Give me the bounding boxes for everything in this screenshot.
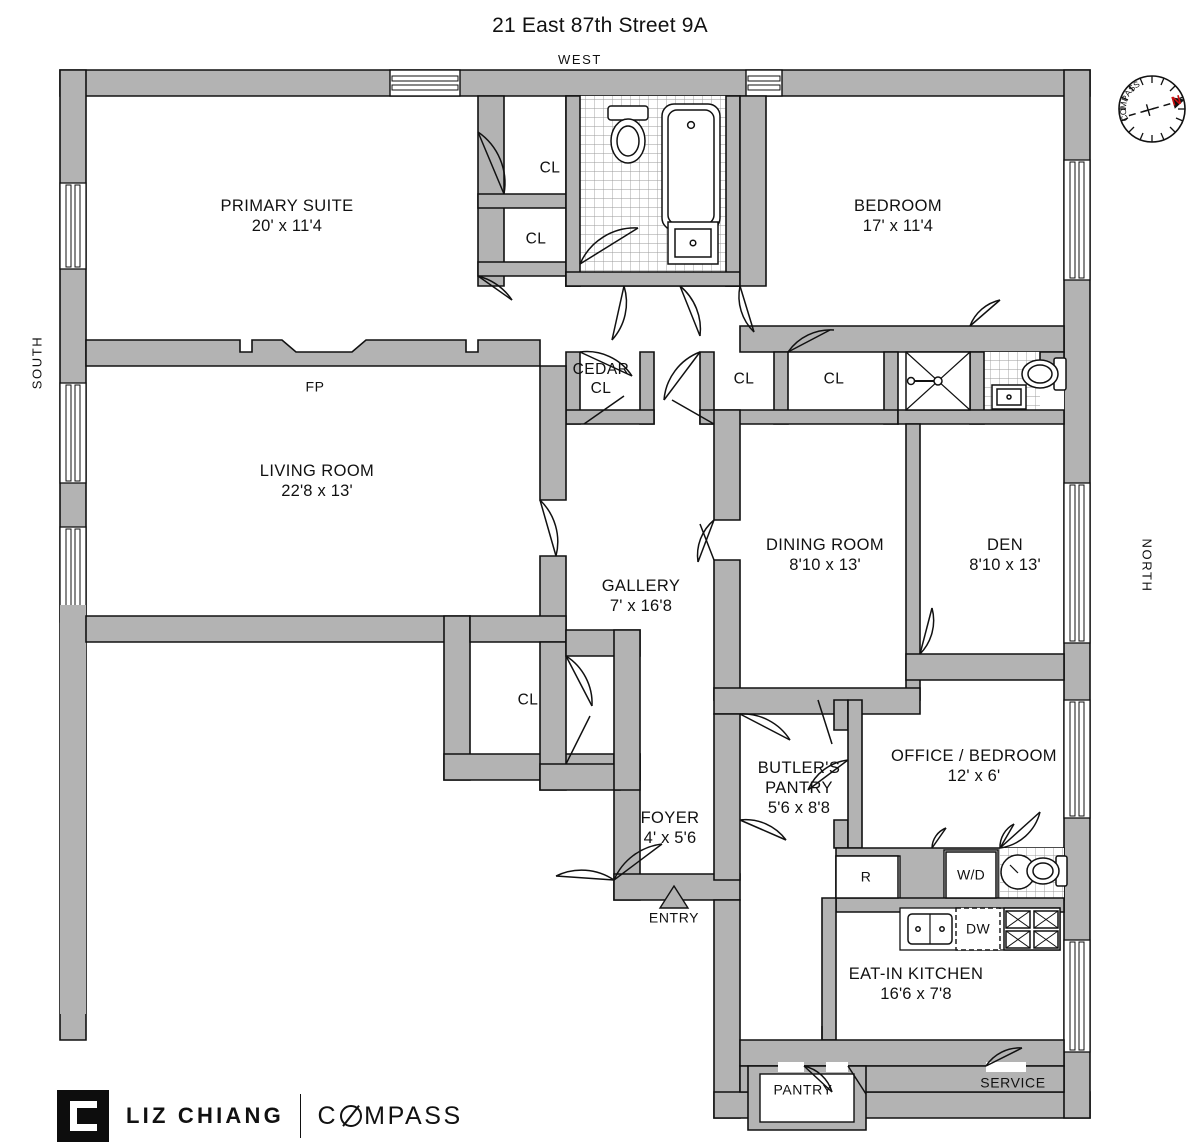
washer-dryer-text: W/D <box>956 866 986 883</box>
room-name-line2: PANTRY <box>765 778 833 797</box>
page-title: 21 East 87th Street 9A <box>492 14 708 37</box>
closet-text: CL <box>539 159 561 177</box>
orientation-north: NORTH <box>1139 538 1155 593</box>
room-label-den: DEN 8'10 x 13' <box>969 535 1041 575</box>
room-label-office-bedroom: OFFICE / BEDROOM 12' x 6' <box>891 746 1057 786</box>
fixture-layer <box>607 103 1068 951</box>
service-text: SERVICE <box>980 1074 1046 1091</box>
closet-label-hall-left: CL <box>734 371 755 390</box>
orientation-south: SOUTH <box>29 335 45 390</box>
compass-rose: N C O M P A S S <box>1118 75 1186 143</box>
room-dimensions: 4' x 5'6 <box>643 829 697 847</box>
svg-text:A: A <box>1122 87 1134 98</box>
pantry-label: PANTRY <box>773 1081 832 1098</box>
compass-o-icon <box>340 1105 363 1127</box>
svg-text:P: P <box>1119 93 1131 102</box>
entry-marker <box>658 884 690 909</box>
room-name: EAT-IN KITCHEN <box>848 964 984 983</box>
brokerage-name: C MPASS <box>317 1102 462 1131</box>
liz-chiang-logo-mark <box>57 1090 109 1142</box>
room-label-foyer: FOYER 4' x 5'6 <box>641 808 700 848</box>
room-name: DINING ROOM <box>765 535 885 554</box>
room-name: LIVING ROOM <box>259 461 375 480</box>
svg-text:S: S <box>1126 82 1137 93</box>
orientation-west: WEST <box>558 52 602 67</box>
svg-text:O: O <box>1118 108 1129 116</box>
room-dimensions: 20' x 11'4 <box>251 217 323 235</box>
room-name: FOYER <box>640 808 700 827</box>
room-name: PRIMARY SUITE <box>220 196 354 215</box>
washer-dryer-label: W/D <box>957 866 985 883</box>
room-name: DEN <box>986 535 1024 554</box>
closet-label-primary-lower: CL <box>526 231 547 250</box>
room-name: OFFICE / BEDROOM <box>891 746 1057 765</box>
north-marker-letter: N <box>1170 92 1183 109</box>
svg-text:C: C <box>1119 113 1131 122</box>
entry-text: ENTRY <box>648 909 700 926</box>
closet-label-gallery: CL <box>518 692 539 711</box>
brokerage-suffix: MPASS <box>364 1101 463 1130</box>
wall-layer <box>59 69 1091 1131</box>
room-label-butlers-pantry: BUTLER'S PANTRY 5'6 x 8'8 <box>758 758 840 818</box>
agent-name: LIZ CHIANG <box>126 1103 284 1128</box>
closet-text: CL <box>823 370 845 388</box>
closet-text: CL <box>733 370 755 388</box>
room-label-primary-suite: PRIMARY SUITE 20' x 11'4 <box>221 196 354 236</box>
closet-text: CL <box>517 691 539 709</box>
svg-text:M: M <box>1118 101 1129 110</box>
room-dimensions: 8'10 x 13' <box>969 556 1041 574</box>
closet-text-line2: CL <box>590 380 612 397</box>
logo-divider <box>299 1094 302 1138</box>
service-label: SERVICE <box>980 1074 1045 1091</box>
room-label-eat-in-kitchen: EAT-IN KITCHEN 16'6 x 7'8 <box>849 964 984 1004</box>
room-label-living-room: LIVING ROOM 22'8 x 13' <box>260 461 374 501</box>
pantry-text: PANTRY <box>773 1081 833 1098</box>
dishwasher-label: DW <box>966 920 990 937</box>
fireplace-text: FP <box>305 378 325 395</box>
closet-label-primary-upper: CL <box>540 160 561 179</box>
room-dimensions: 22'8 x 13' <box>281 482 353 500</box>
room-dimensions: 16'6 x 7'8 <box>880 985 952 1003</box>
closet-label-cedar: CEDAR CL <box>573 361 630 399</box>
room-name: BEDROOM <box>853 196 943 215</box>
brokerage-prefix: C <box>317 1101 339 1130</box>
fireplace-label: FP <box>305 378 324 395</box>
dishwasher-text: DW <box>966 920 990 937</box>
brand-logo: LIZ CHIANG C MPASS <box>57 1090 463 1142</box>
refrigerator-text: R <box>860 868 872 885</box>
room-dimensions: 7' x 16'8 <box>609 597 673 615</box>
room-name: GALLERY <box>601 576 681 595</box>
room-name-line1: BUTLER'S <box>757 758 841 777</box>
room-label-gallery: GALLERY 7' x 16'8 <box>602 576 681 616</box>
room-dimensions: 17' x 11'4 <box>862 217 934 235</box>
room-label-bedroom: BEDROOM 17' x 11'4 <box>854 196 942 236</box>
room-label-dining-room: DINING ROOM 8'10 x 13' <box>766 535 884 575</box>
room-dimensions: 5'6 x 8'8 <box>767 799 831 818</box>
svg-text:S: S <box>1131 79 1142 91</box>
closet-label-hall-right: CL <box>824 371 845 390</box>
room-dimensions: 12' x 6' <box>947 767 1001 785</box>
door-layer <box>477 131 1041 1095</box>
room-dimensions: 8'10 x 13' <box>789 556 861 574</box>
closet-text-line1: CEDAR <box>572 361 630 379</box>
closet-text: CL <box>525 230 547 248</box>
entry-label: ENTRY <box>649 909 699 926</box>
refrigerator-label: R <box>861 868 871 885</box>
